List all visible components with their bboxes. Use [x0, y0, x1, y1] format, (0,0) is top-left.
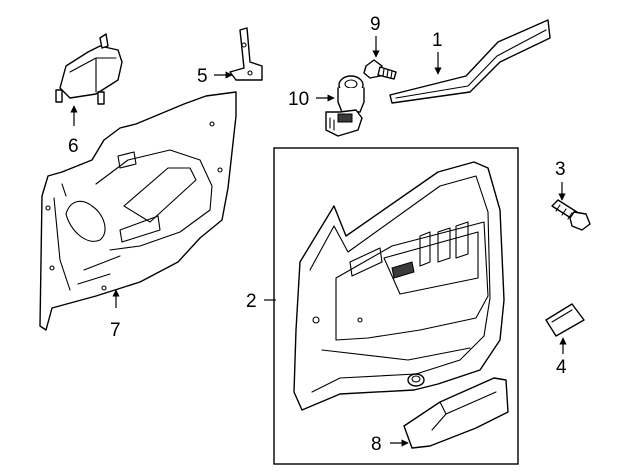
trim-panel-frame [273, 147, 519, 465]
callout-1: 1 [432, 30, 443, 51]
part-4-pad[interactable] [545, 303, 585, 337]
callout-9: 9 [370, 14, 381, 35]
callout-6: 6 [68, 136, 79, 157]
callout-10: 10 [288, 89, 309, 110]
callout-3: 3 [555, 159, 566, 180]
callout-8: 8 [371, 434, 382, 455]
part-8-armrest-cover[interactable] [403, 377, 509, 449]
callout-4: 4 [556, 357, 567, 378]
part-1-weatherstrip[interactable] [389, 19, 551, 104]
callout-7: 7 [110, 320, 121, 341]
callout-5: 5 [197, 66, 208, 87]
part-6-bracket-cover[interactable] [55, 33, 123, 105]
part-2-clip[interactable] [407, 373, 425, 387]
part-3-bolt[interactable] [551, 199, 591, 231]
part-5-bracket[interactable] [229, 27, 263, 81]
part-9-bolt[interactable] [363, 59, 397, 80]
callout-2: 2 [246, 291, 257, 312]
part-7-water-deflector[interactable] [39, 91, 237, 331]
part-10-switch-connector[interactable] [325, 75, 365, 137]
part-2-door-trim-panel[interactable] [293, 161, 505, 411]
